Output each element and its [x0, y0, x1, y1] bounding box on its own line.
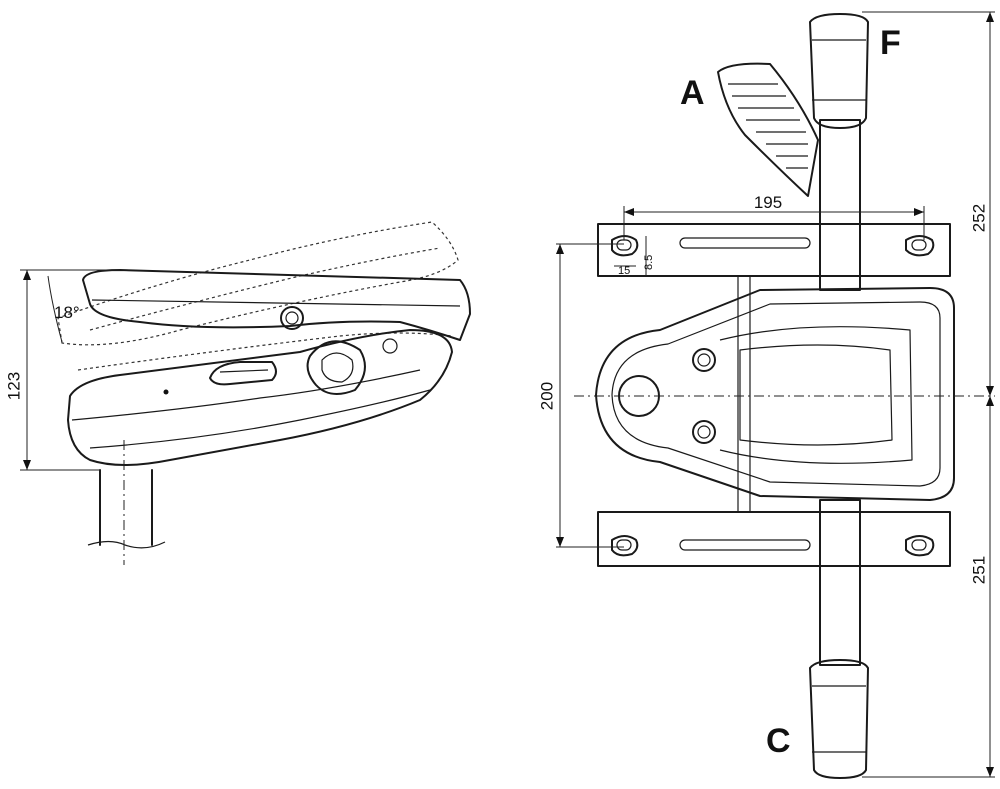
upper-left-hole-inner: [616, 239, 632, 251]
dim-123-label: 123: [4, 372, 23, 400]
upper-slot: [679, 237, 811, 249]
tilted-plate-lower: [77, 332, 453, 371]
gas-column: [99, 469, 153, 546]
housing-inner: [611, 301, 941, 487]
housing-seat-curve-1: [719, 326, 913, 464]
mechanism-body-line2: [89, 389, 431, 449]
dim-200-label: 200: [537, 382, 556, 410]
lever-c-handle: [809, 659, 869, 779]
dim-251-label: 251: [969, 556, 988, 584]
upper-mounting-plate: [597, 223, 951, 277]
dim-195-label: 195: [754, 193, 782, 212]
lower-slot: [679, 539, 811, 551]
label-c: C: [766, 722, 791, 760]
label-a: A: [680, 74, 705, 112]
upper-bolt: [692, 348, 716, 372]
lower-right-hole-inner: [911, 539, 927, 551]
lower-bolt: [692, 420, 716, 444]
lever-f-grip: [812, 39, 866, 101]
angle-arc: [47, 275, 63, 343]
side-view: 123 18°: [4, 221, 471, 565]
upper-right-hole-inner: [911, 239, 927, 251]
label-f: F: [880, 24, 901, 62]
pivot-hole-inner: [285, 311, 299, 325]
lower-bolt-inner: [697, 425, 711, 439]
upper-bolt-inner: [697, 353, 711, 367]
upper-right-hole: [905, 235, 935, 257]
triangle-knob: [306, 340, 366, 395]
lever-f-handle: [809, 13, 869, 129]
triangle-knob-inner: [321, 352, 354, 383]
pivot-hole: [280, 306, 304, 330]
column-break: [87, 540, 166, 549]
side-rivet: [163, 389, 169, 395]
lever-c-grip: [812, 685, 866, 753]
upper-left-hole: [611, 235, 639, 257]
dim-8-5-label: 8.5: [643, 255, 655, 270]
housing-seat-curve-2: [739, 344, 893, 446]
side-lever-grip: [219, 369, 269, 373]
top-plate-edge: [91, 299, 461, 307]
angle-label: 18°: [54, 303, 80, 322]
upper-lever-shaft: [819, 119, 861, 291]
mechanism-body-line1: [71, 369, 421, 421]
dim-15-label: 15: [618, 265, 630, 277]
side-small-hole: [382, 338, 398, 354]
lower-mounting-plate: [597, 511, 951, 567]
housing-outer: [595, 287, 955, 501]
lever-a-ribs: [728, 83, 808, 169]
lower-right-hole: [905, 535, 935, 557]
lower-left-hole-inner: [616, 539, 632, 551]
dim-vertical-arrows: [986, 12, 994, 777]
dim-252-label: 252: [969, 204, 988, 232]
top-view: A F C 195 15 8.5 200 252 251: [537, 11, 995, 779]
top-plate: [82, 269, 471, 341]
tilted-plate-inner: [89, 247, 441, 331]
frame-rail: [737, 275, 751, 513]
lower-lever-shaft: [819, 499, 861, 666]
side-lever-knob: [209, 361, 277, 386]
lower-left-hole: [611, 535, 639, 557]
lever-a-paddle: [717, 62, 819, 197]
